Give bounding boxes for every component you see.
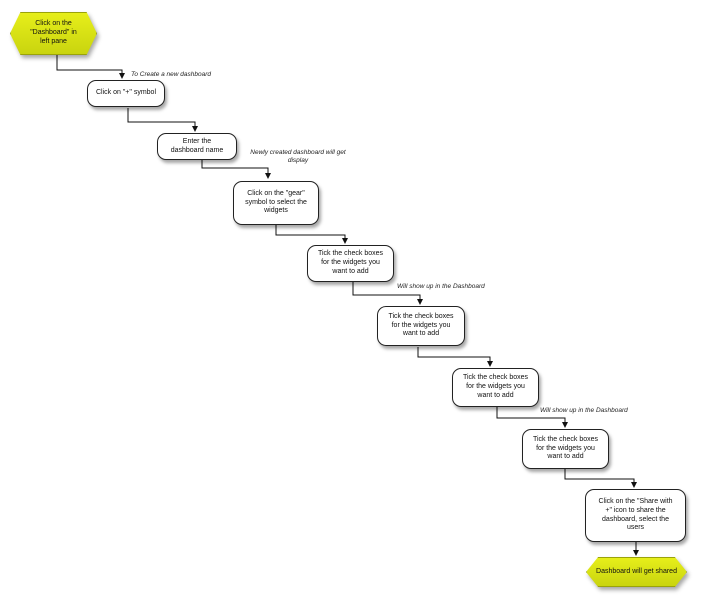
connector-step3-step4 xyxy=(275,225,348,244)
note-newly-created: Newly created dashboard will get display xyxy=(250,149,346,165)
connector-step1-step2 xyxy=(127,108,198,132)
end-terminator: Dashboard will get shared xyxy=(586,557,687,587)
note-show-up-1: Will show up in the Dashboard xyxy=(397,283,485,290)
step-share-dashboard: Click on the "Share with +" icon to shar… xyxy=(585,489,686,542)
end-terminator-wrap: Dashboard will get shared xyxy=(586,557,687,587)
step-tick-widgets-1-label: Tick the check boxes for the widgets you… xyxy=(317,250,384,275)
step-click-gear-label: Click on the "gear" symbol to select the… xyxy=(245,189,307,215)
connector-start-step1 xyxy=(56,55,125,79)
step-share-dashboard-label: Click on the "Share with +" icon to shar… xyxy=(598,498,673,532)
connector-step7-step8 xyxy=(564,469,637,488)
note-create-dashboard: To Create a new dashboard xyxy=(131,71,211,78)
step-click-gear: Click on the "gear" symbol to select the… xyxy=(233,181,319,225)
end-terminator-label: Dashboard will get shared xyxy=(596,567,677,575)
start-terminator: Click on the "Dashboard" in left pane xyxy=(10,12,97,55)
note-show-up-2: Will show up in the Dashboard xyxy=(540,407,628,414)
step-click-plus: Click on "+" symbol xyxy=(87,80,165,107)
step-tick-widgets-4: Tick the check boxes for the widgets you… xyxy=(522,429,609,469)
start-terminator-label: Click on the "Dashboard" in left pane xyxy=(30,20,77,45)
step-tick-widgets-2-label: Tick the check boxes for the widgets you… xyxy=(388,312,454,338)
step-enter-name: Enter the dashboard name xyxy=(157,133,237,160)
connector-step2-step3 xyxy=(201,160,271,179)
connector-step5-step6 xyxy=(417,347,493,367)
step-tick-widgets-3: Tick the check boxes for the widgets you… xyxy=(452,368,539,407)
step-click-plus-label: Click on "+" symbol xyxy=(95,89,157,97)
connector-step4-step5 xyxy=(352,282,423,305)
start-terminator-wrap: Click on the "Dashboard" in left pane xyxy=(10,12,97,55)
connector-step6-step7 xyxy=(496,407,568,428)
step-tick-widgets-1: Tick the check boxes for the widgets you… xyxy=(307,245,394,282)
step-tick-widgets-2: Tick the check boxes for the widgets you… xyxy=(377,306,465,346)
step-tick-widgets-3-label: Tick the check boxes for the widgets you… xyxy=(462,374,529,399)
step-enter-name-label: Enter the dashboard name xyxy=(170,137,224,154)
step-tick-widgets-4-label: Tick the check boxes for the widgets you… xyxy=(532,435,599,461)
